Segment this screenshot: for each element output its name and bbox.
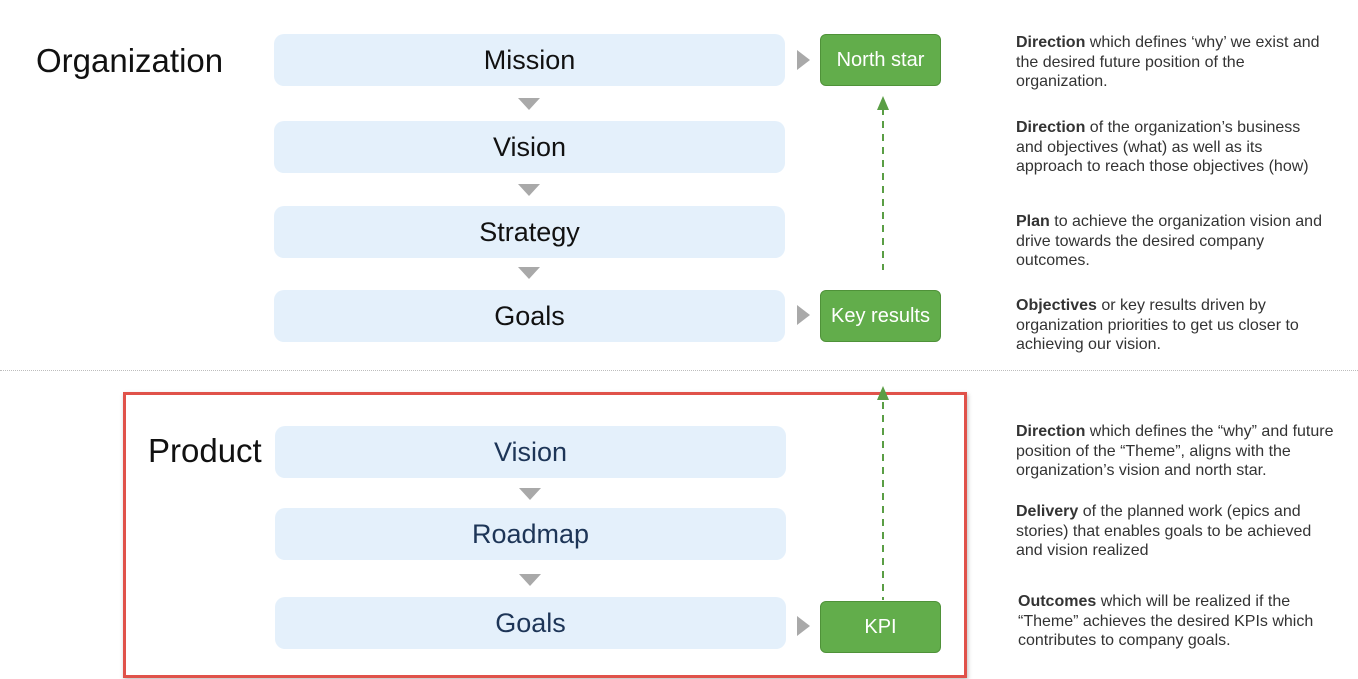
product-highlight-frame [123, 392, 967, 678]
product-step-vision: Vision [275, 426, 786, 478]
product-desc-goals: Outcomes which will be realized if the “… [1018, 593, 1314, 649]
org-step-vision: Vision [274, 121, 785, 173]
key-results-badge: Key results [820, 290, 941, 342]
org-desc-vision: Direction of the organization’s business… [1016, 119, 1309, 175]
org-step-strategy: Strategy [274, 206, 785, 258]
org-step-mission: Mission [274, 34, 785, 86]
product-step-goals: Goals [275, 597, 786, 649]
org-desc-strategy: Plan to achieve the organization vision … [1016, 213, 1322, 269]
right-arrow-icon [797, 305, 810, 325]
organization-title: Organization [36, 42, 224, 79]
product-desc-roadmap: Delivery of the planned work (epics and … [1016, 503, 1312, 559]
arrow-head-icon [877, 386, 889, 400]
north-star-badge: North star [820, 34, 941, 86]
product-step-roadmap: Roadmap [275, 508, 786, 560]
arrow-head-icon [877, 96, 889, 110]
product-title: Product [148, 432, 262, 469]
right-arrow-icon [797, 616, 810, 636]
down-arrow-icon [519, 488, 541, 500]
dashed-up-arrows [877, 96, 889, 600]
section-divider [0, 370, 1358, 371]
product-desc-vision: Direction which defines the “why” and fu… [1016, 423, 1334, 479]
down-arrow-icon [518, 267, 540, 279]
down-arrow-icon [518, 184, 540, 196]
org-step-goals: Goals [274, 290, 785, 342]
kpi-badge: KPI [820, 601, 941, 653]
down-arrow-icon [518, 98, 540, 110]
down-arrow-icon [519, 574, 541, 586]
right-arrow-icon [797, 50, 810, 70]
org-desc-mission: Direction which defines ‘why’ we exist a… [1016, 34, 1320, 90]
org-desc-goals: Objectives or key results driven by orga… [1016, 297, 1299, 353]
